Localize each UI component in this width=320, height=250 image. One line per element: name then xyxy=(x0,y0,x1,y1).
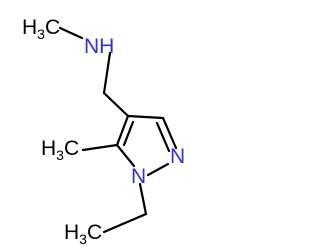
ring-methyl-label: H3C xyxy=(41,137,79,163)
bond-c3-n2-double-inner xyxy=(155,121,171,153)
molecule-structure: H3C NH H3C N N H3C xyxy=(22,16,185,247)
bond-ch2-c4 xyxy=(102,91,130,118)
bond-n1-ch2 xyxy=(138,182,148,216)
bond-ch2-ch3 xyxy=(102,212,148,234)
bond-c5-methyl xyxy=(81,143,119,152)
amine-nh-label: NH xyxy=(84,35,114,58)
bond-nmethyl-n xyxy=(58,26,84,40)
bond-n2-n1 xyxy=(146,162,170,177)
ring-n1-label: N xyxy=(131,165,146,188)
bond-c5-c4-double-inner xyxy=(122,120,135,147)
bond-n1-c5 xyxy=(115,143,136,168)
ethyl-ch3-label: H3C xyxy=(64,221,102,247)
bond-c3-n2-double xyxy=(161,116,178,150)
n-methyl-label: H3C xyxy=(22,16,60,42)
bond-n-ch2 xyxy=(102,51,112,95)
bond-c5-c4-double xyxy=(115,114,130,147)
ring-n2-label: N xyxy=(170,145,185,168)
bond-c4-c3 xyxy=(126,114,165,120)
bonds xyxy=(58,26,178,234)
